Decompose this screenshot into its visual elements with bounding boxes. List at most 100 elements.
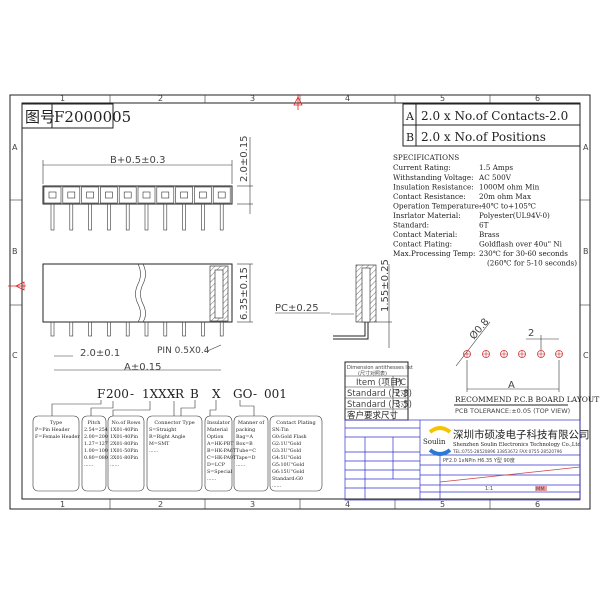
legend-line: Box=B bbox=[236, 441, 253, 447]
row-label: A bbox=[583, 143, 589, 152]
col-label: 3 bbox=[250, 500, 255, 509]
legend-line: C=HK-PA9T bbox=[207, 455, 237, 461]
contact-cell bbox=[156, 186, 175, 204]
legend-line: G0:Gold Flash bbox=[272, 434, 307, 440]
legend-line: Material bbox=[207, 427, 228, 433]
svg-text:200: 200 bbox=[106, 387, 129, 401]
header-row-text: 2.0 x No.of Positions bbox=[421, 130, 546, 144]
pin bbox=[107, 321, 111, 337]
svg-text:Standard (尺寸): Standard (尺寸) bbox=[347, 388, 412, 399]
contact-cell bbox=[100, 186, 118, 204]
dim-pitch: 2.0±0.1 bbox=[80, 348, 120, 359]
product-name: PF2.0 1xNPin H6.35 Y型 90度 bbox=[443, 457, 515, 464]
pin bbox=[88, 321, 92, 337]
contact-cell bbox=[212, 186, 231, 204]
legend-line: ...... bbox=[84, 463, 94, 468]
legend-line: Tape=D bbox=[236, 455, 256, 461]
contact-cell bbox=[118, 186, 137, 204]
legend-title: Manner of bbox=[238, 420, 265, 426]
contact-cell bbox=[137, 186, 156, 204]
pcb-tolerance: PCB TOLERANCE:±0.05 (TOP VIEW) bbox=[455, 407, 570, 415]
dim-thickness: 1.55±0.25 bbox=[380, 259, 391, 312]
svg-text:B: B bbox=[190, 387, 199, 401]
svg-text:1XXX: 1XXX bbox=[142, 387, 176, 401]
svg-text:Goldflash over 40u" Ni: Goldflash over 40u" Ni bbox=[479, 240, 563, 249]
svg-text:Contact Resistance:: Contact Resistance: bbox=[393, 192, 466, 201]
legend-title: Contact Plating bbox=[276, 420, 316, 426]
svg-text:1.5 Amps: 1.5 Amps bbox=[479, 163, 513, 172]
legend-line: R=Right Angle bbox=[149, 434, 186, 440]
side-view bbox=[42, 263, 253, 371]
col-label: 4 bbox=[345, 94, 350, 103]
section-view bbox=[275, 264, 392, 348]
pin bbox=[201, 321, 205, 337]
col-label: 4 bbox=[345, 500, 350, 509]
row-label: C bbox=[12, 351, 18, 360]
pin bbox=[144, 321, 149, 337]
pin bbox=[107, 203, 111, 231]
legend-line: G3:3U"Gold bbox=[272, 448, 301, 454]
col-label: 2 bbox=[158, 500, 163, 509]
row-label: B bbox=[583, 247, 589, 256]
svg-text:Max.Processing Temp:: Max.Processing Temp: bbox=[393, 249, 475, 258]
centering-marks-icon bbox=[8, 94, 303, 291]
svg-text:Item (项目): Item (项目) bbox=[356, 378, 402, 388]
legend-title: Pitch bbox=[88, 420, 102, 426]
legend-line: ...... bbox=[272, 484, 282, 489]
company-logo-text: Soulin bbox=[423, 438, 446, 446]
svg-text:AC 500V: AC 500V bbox=[478, 173, 512, 182]
legend-line: M=SMT bbox=[149, 441, 170, 447]
header-row-text: 2.0 x No.of Contacts-2.0 bbox=[421, 109, 568, 123]
legend-line: G6:15U"Gold bbox=[272, 469, 304, 475]
legend-line: packing bbox=[236, 427, 255, 433]
pin bbox=[125, 203, 130, 231]
contact-cell bbox=[43, 186, 62, 204]
pin bbox=[219, 203, 224, 231]
legend-box: No.of Rows1X01-40Pin1X01-40Pin2X01-80Pin… bbox=[107, 415, 145, 492]
svg-text:3.5: 3.5 bbox=[395, 400, 409, 410]
legend-line: 1X01-40Pin bbox=[110, 427, 138, 433]
svg-text:6T: 6T bbox=[479, 221, 489, 230]
legend-line: 0.80=080 bbox=[84, 455, 108, 461]
svg-text:GO: GO bbox=[233, 387, 253, 401]
legend-line: 2.54=254 bbox=[84, 427, 108, 433]
dim-pc: PC±0.25 bbox=[275, 303, 319, 314]
pin bbox=[182, 203, 186, 231]
svg-text:Contact Plating:: Contact Plating: bbox=[393, 240, 452, 249]
svg-text:Current Rating:: Current Rating: bbox=[393, 163, 451, 172]
legend-line: F=Female Header bbox=[35, 434, 80, 440]
legend-line: ...... bbox=[110, 463, 120, 468]
legend-line: Option bbox=[207, 434, 223, 440]
dim-height-side: 6.35±0.15 bbox=[239, 267, 250, 320]
pin bbox=[69, 203, 74, 231]
legend-line: 2X01-80Pin bbox=[110, 441, 138, 447]
svg-text:-: - bbox=[130, 387, 134, 401]
legend-line: S=Straight bbox=[149, 427, 176, 433]
drawing-number-box bbox=[21, 103, 114, 129]
legend-line: P=Pin Header bbox=[35, 427, 70, 433]
legend-line: 1X01-40Pin bbox=[110, 434, 138, 440]
contact-cell bbox=[175, 186, 193, 204]
legend-box: Pitch2.54=2542.00=2001.27=1271.00=1000.8… bbox=[81, 415, 108, 492]
legend-title: Connector Type bbox=[154, 420, 194, 426]
company-name-en: Shenzhen Soulin Electronics Technology C… bbox=[453, 442, 581, 448]
svg-text:-R: -R bbox=[171, 387, 185, 401]
svg-text:F: F bbox=[97, 387, 105, 401]
svg-text:(260℃ for 5-10 seconds): (260℃ for 5-10 seconds) bbox=[487, 259, 577, 268]
row-label: C bbox=[583, 351, 589, 360]
svg-text:Polyester(UL94V-0): Polyester(UL94V-0) bbox=[479, 211, 550, 220]
legend-line: 1X01-50Pin bbox=[110, 448, 138, 454]
col-label: 5 bbox=[440, 500, 445, 509]
border-zone-labels: 1 2 3 4 5 6 1 2 3 4 5 6 A B C A B C bbox=[12, 94, 589, 509]
legend-title: No.of Rows bbox=[112, 420, 141, 426]
dimension-table: Dimension antithesses list (尺寸对照表) Item … bbox=[344, 361, 413, 421]
svg-text:Dimension antithesses list: Dimension antithesses list bbox=[347, 365, 413, 371]
dim-pin: PIN 0.5X0.4 bbox=[157, 346, 210, 356]
spec-title: SPECIFICATIONS bbox=[393, 153, 459, 162]
svg-text:Operation Temperature:: Operation Temperature: bbox=[393, 202, 481, 211]
part-number: F 200 - 1XXX -R B X GO - 001 bbox=[97, 387, 287, 401]
pcb-layout bbox=[455, 321, 563, 392]
legend-title: Type bbox=[50, 420, 62, 426]
